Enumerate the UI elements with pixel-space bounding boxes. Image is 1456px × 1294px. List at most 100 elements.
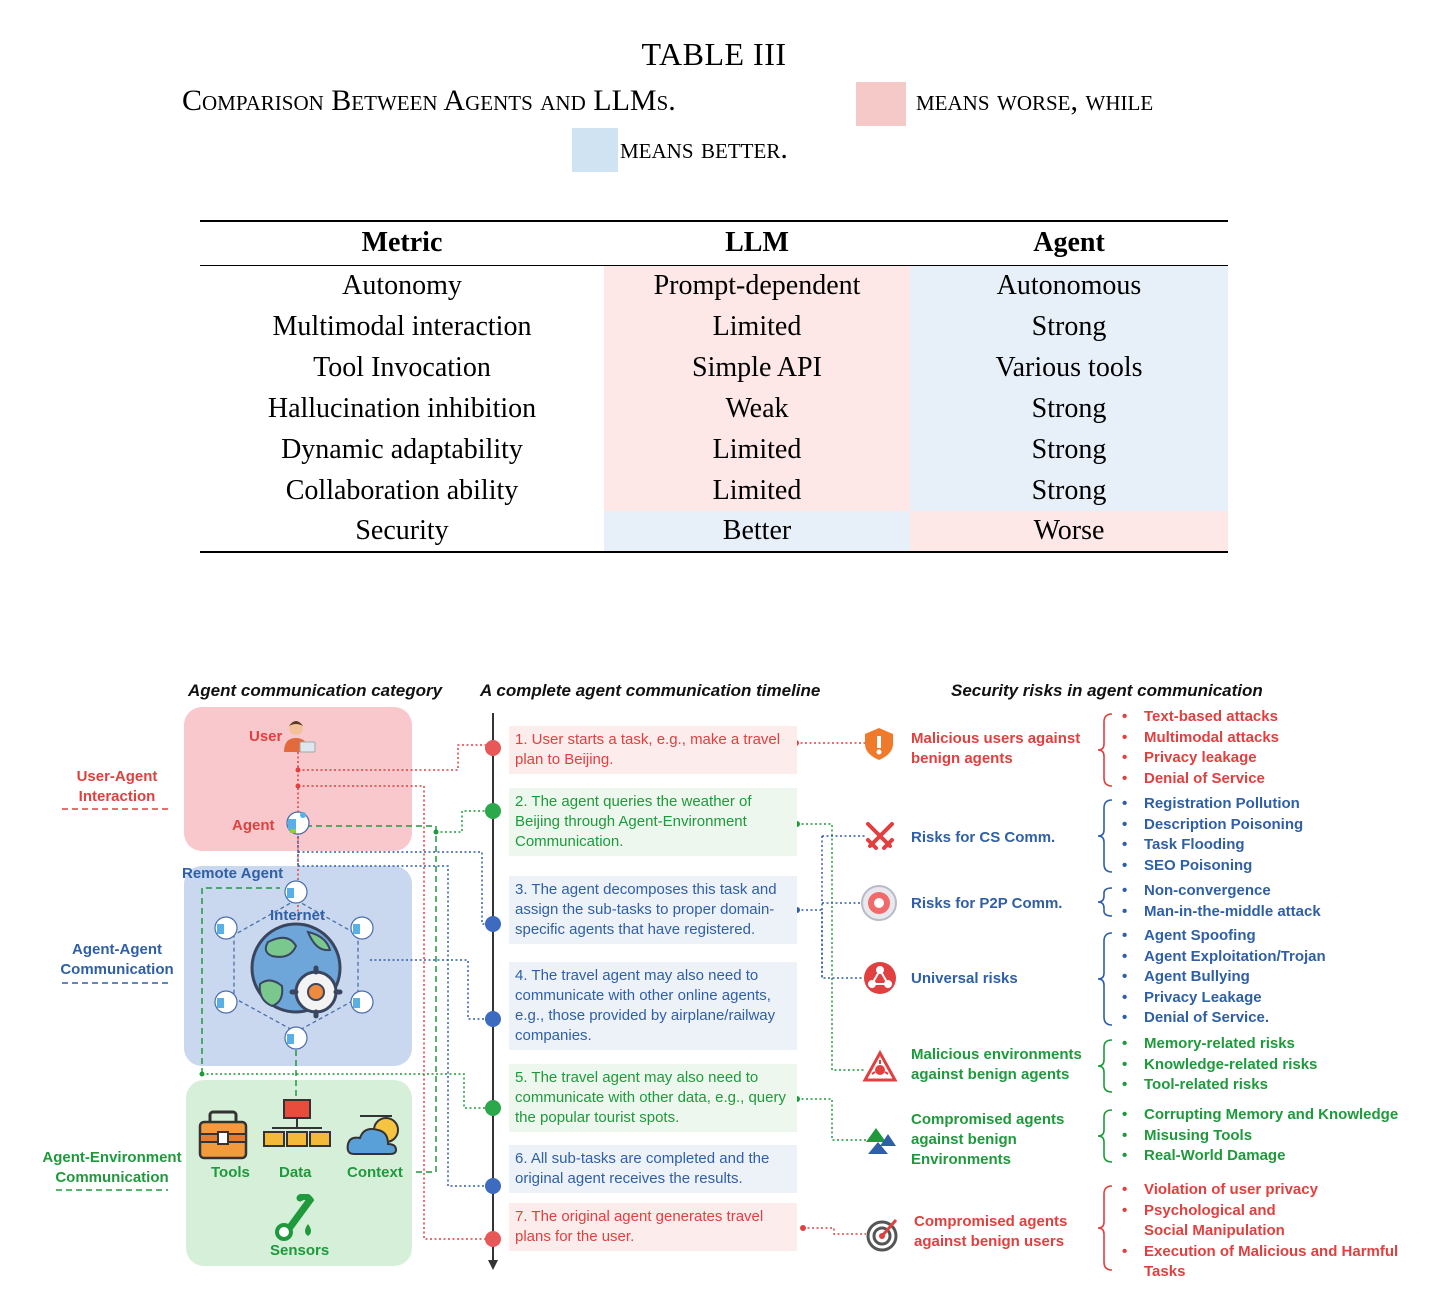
timeline-event-4: 4. The travel agent may also need to com…	[509, 962, 797, 1050]
list-item: Psychological and Social Manipulation	[1118, 1201, 1318, 1242]
table-cell-metric: Autonomy	[342, 269, 462, 301]
table-cell-metric: Hallucination inhibition	[267, 392, 537, 424]
table-cell-llm: Prompt-dependent	[604, 265, 910, 306]
list-item: Knowledge-related risks	[1118, 1055, 1317, 1076]
category-user-agent: User-Agent Interaction	[76, 768, 158, 805]
list-item: Registration Pollution	[1118, 794, 1303, 815]
timeline-event-6: 6. All sub-tasks are completed and the o…	[509, 1145, 797, 1193]
table-cell-metric: Security	[200, 511, 604, 553]
list-item: Corrupting Memory and Knowledge	[1118, 1105, 1398, 1126]
table-cell-agent: Autonomous	[910, 265, 1228, 306]
list-item: Execution of Malicious and Harmful Tasks	[1118, 1242, 1418, 1283]
list-item: Privacy leakage	[1118, 748, 1279, 769]
list-item: Description Poisoning	[1118, 815, 1303, 836]
risk-name-compromised-agents-env: Compromised agents against benign Enviro…	[911, 1111, 1065, 1168]
risk-name-malicious-users: Malicious users against benign agents	[911, 730, 1081, 767]
list-item: Text-based attacks	[1118, 707, 1279, 728]
timeline-node-3	[485, 916, 501, 932]
timeline-arrow-icon	[488, 1260, 498, 1270]
table-cell-metric: Multimodal interaction	[272, 310, 532, 342]
list-item: Multimodal attacks	[1118, 728, 1279, 749]
toolbox-icon	[198, 1110, 248, 1160]
timeline-event-7: 7. The original agent generates travel p…	[509, 1203, 797, 1251]
table-header-row: Metric LLM Agent	[200, 220, 1228, 266]
risk-name-malicious-environments: Malicious environments against benign ag…	[911, 1046, 1082, 1083]
list-item: Non-convergence	[1118, 881, 1321, 902]
timeline-event-2: 2. The agent queries the weather of Beij…	[509, 788, 797, 856]
tools-label: Tools	[211, 1164, 250, 1181]
timeline-node-4	[485, 1011, 501, 1027]
risk-name-universal: Universal risks	[911, 970, 1018, 987]
agent-robot-icons	[286, 811, 310, 835]
timeline-event-1: 1. User starts a task, e.g., make a trav…	[509, 726, 797, 774]
list-item: Violation of user privacy	[1118, 1180, 1418, 1201]
timeline-node-6	[485, 1178, 501, 1194]
risk-list-p2p-comm: Non-convergence Man-in-the-middle attack	[1118, 881, 1321, 922]
thermometer-sensor-icon	[275, 1194, 315, 1241]
list-item: SEO Poisoning	[1118, 856, 1303, 877]
table-cell-llm: Limited	[604, 429, 910, 470]
legend-better-swatch	[572, 128, 618, 172]
category-agent-environment: Agent-Environment Communication	[42, 1149, 182, 1186]
risk-list-malicious-environments: Memory-related risks Knowledge-related r…	[1118, 1034, 1317, 1096]
header-agent: Agent	[910, 220, 1228, 266]
user-label: User	[249, 728, 283, 745]
data-label: Data	[279, 1164, 312, 1181]
table-cell-metric: Dynamic adaptability	[281, 433, 523, 465]
table-cell-agent: Strong	[910, 388, 1228, 429]
shield-warning-icon	[865, 728, 893, 760]
user-avatar-icon	[284, 721, 316, 753]
network-hazard-icon	[864, 962, 896, 994]
list-item: Denial of Service.	[1118, 1008, 1326, 1029]
risk-list-malicious-users: Text-based attacks Multimodal attacks Pr…	[1118, 707, 1279, 789]
header-llm: LLM	[604, 220, 910, 266]
list-item: Denial of Service	[1118, 769, 1279, 790]
timeline-node-7	[485, 1231, 501, 1247]
category-agent-agent: Agent-Agent Communication	[60, 941, 174, 978]
risk-list-universal: Agent Spoofing Agent Exploitation/Trojan…	[1118, 926, 1326, 1029]
bullseye-dart-icon	[866, 1219, 898, 1252]
timeline-node-2	[485, 803, 501, 819]
virus-hazard-icon	[862, 1050, 898, 1082]
risk-list-compromised-agents-env: Corrupting Memory and Knowledge Misusing…	[1118, 1105, 1398, 1167]
heading-communication-timeline: A complete agent communication timeline	[480, 681, 821, 700]
cloud-weather-icon	[346, 1115, 399, 1155]
list-item: Agent Bullying	[1118, 967, 1326, 988]
risk-list-cs-comm: Registration Pollution Description Poiso…	[1118, 794, 1303, 876]
internet-label: Internet	[270, 907, 326, 924]
table-cell-llm: Limited	[604, 470, 910, 511]
risk-list-compromised-agents-users: Violation of user privacy Psychological …	[1118, 1180, 1418, 1283]
table-cell-metric: Collaboration ability	[285, 474, 519, 506]
table-cell-agent: Strong	[910, 306, 1228, 347]
timeline-event-3: 3. The agent decomposes this task and as…	[509, 876, 797, 944]
table-cell-llm: Simple API	[604, 347, 910, 388]
crossed-swords-icon	[866, 822, 894, 850]
context-label: Context	[347, 1164, 403, 1181]
heading-communication-category: Agent communication category	[188, 681, 443, 700]
timeline-node-1	[485, 740, 501, 756]
sensors-label: Sensors	[270, 1242, 330, 1259]
list-item: Memory-related risks	[1118, 1034, 1317, 1055]
list-item: Task Flooding	[1118, 835, 1303, 856]
list-item: Tool-related risks	[1118, 1075, 1317, 1096]
timeline-event-5: 5. The travel agent may also need to com…	[509, 1064, 797, 1132]
table-cell-agent: Strong	[910, 470, 1228, 511]
target-button-icon	[861, 885, 897, 921]
data-network-icon	[263, 1099, 331, 1147]
risk-name-cs-comm: Risks for CS Comm.	[911, 829, 1056, 846]
mountain-triangles-icon	[866, 1128, 896, 1154]
legend-worse-swatch	[856, 82, 906, 126]
list-item: Agent Exploitation/Trojan	[1118, 947, 1326, 968]
table-cell-llm: Weak	[604, 388, 910, 429]
list-item: Agent Spoofing	[1118, 926, 1326, 947]
table-title: TABLE III	[641, 36, 787, 72]
list-item: Man-in-the-middle attack	[1118, 902, 1321, 923]
list-item: Misusing Tools	[1118, 1126, 1398, 1147]
